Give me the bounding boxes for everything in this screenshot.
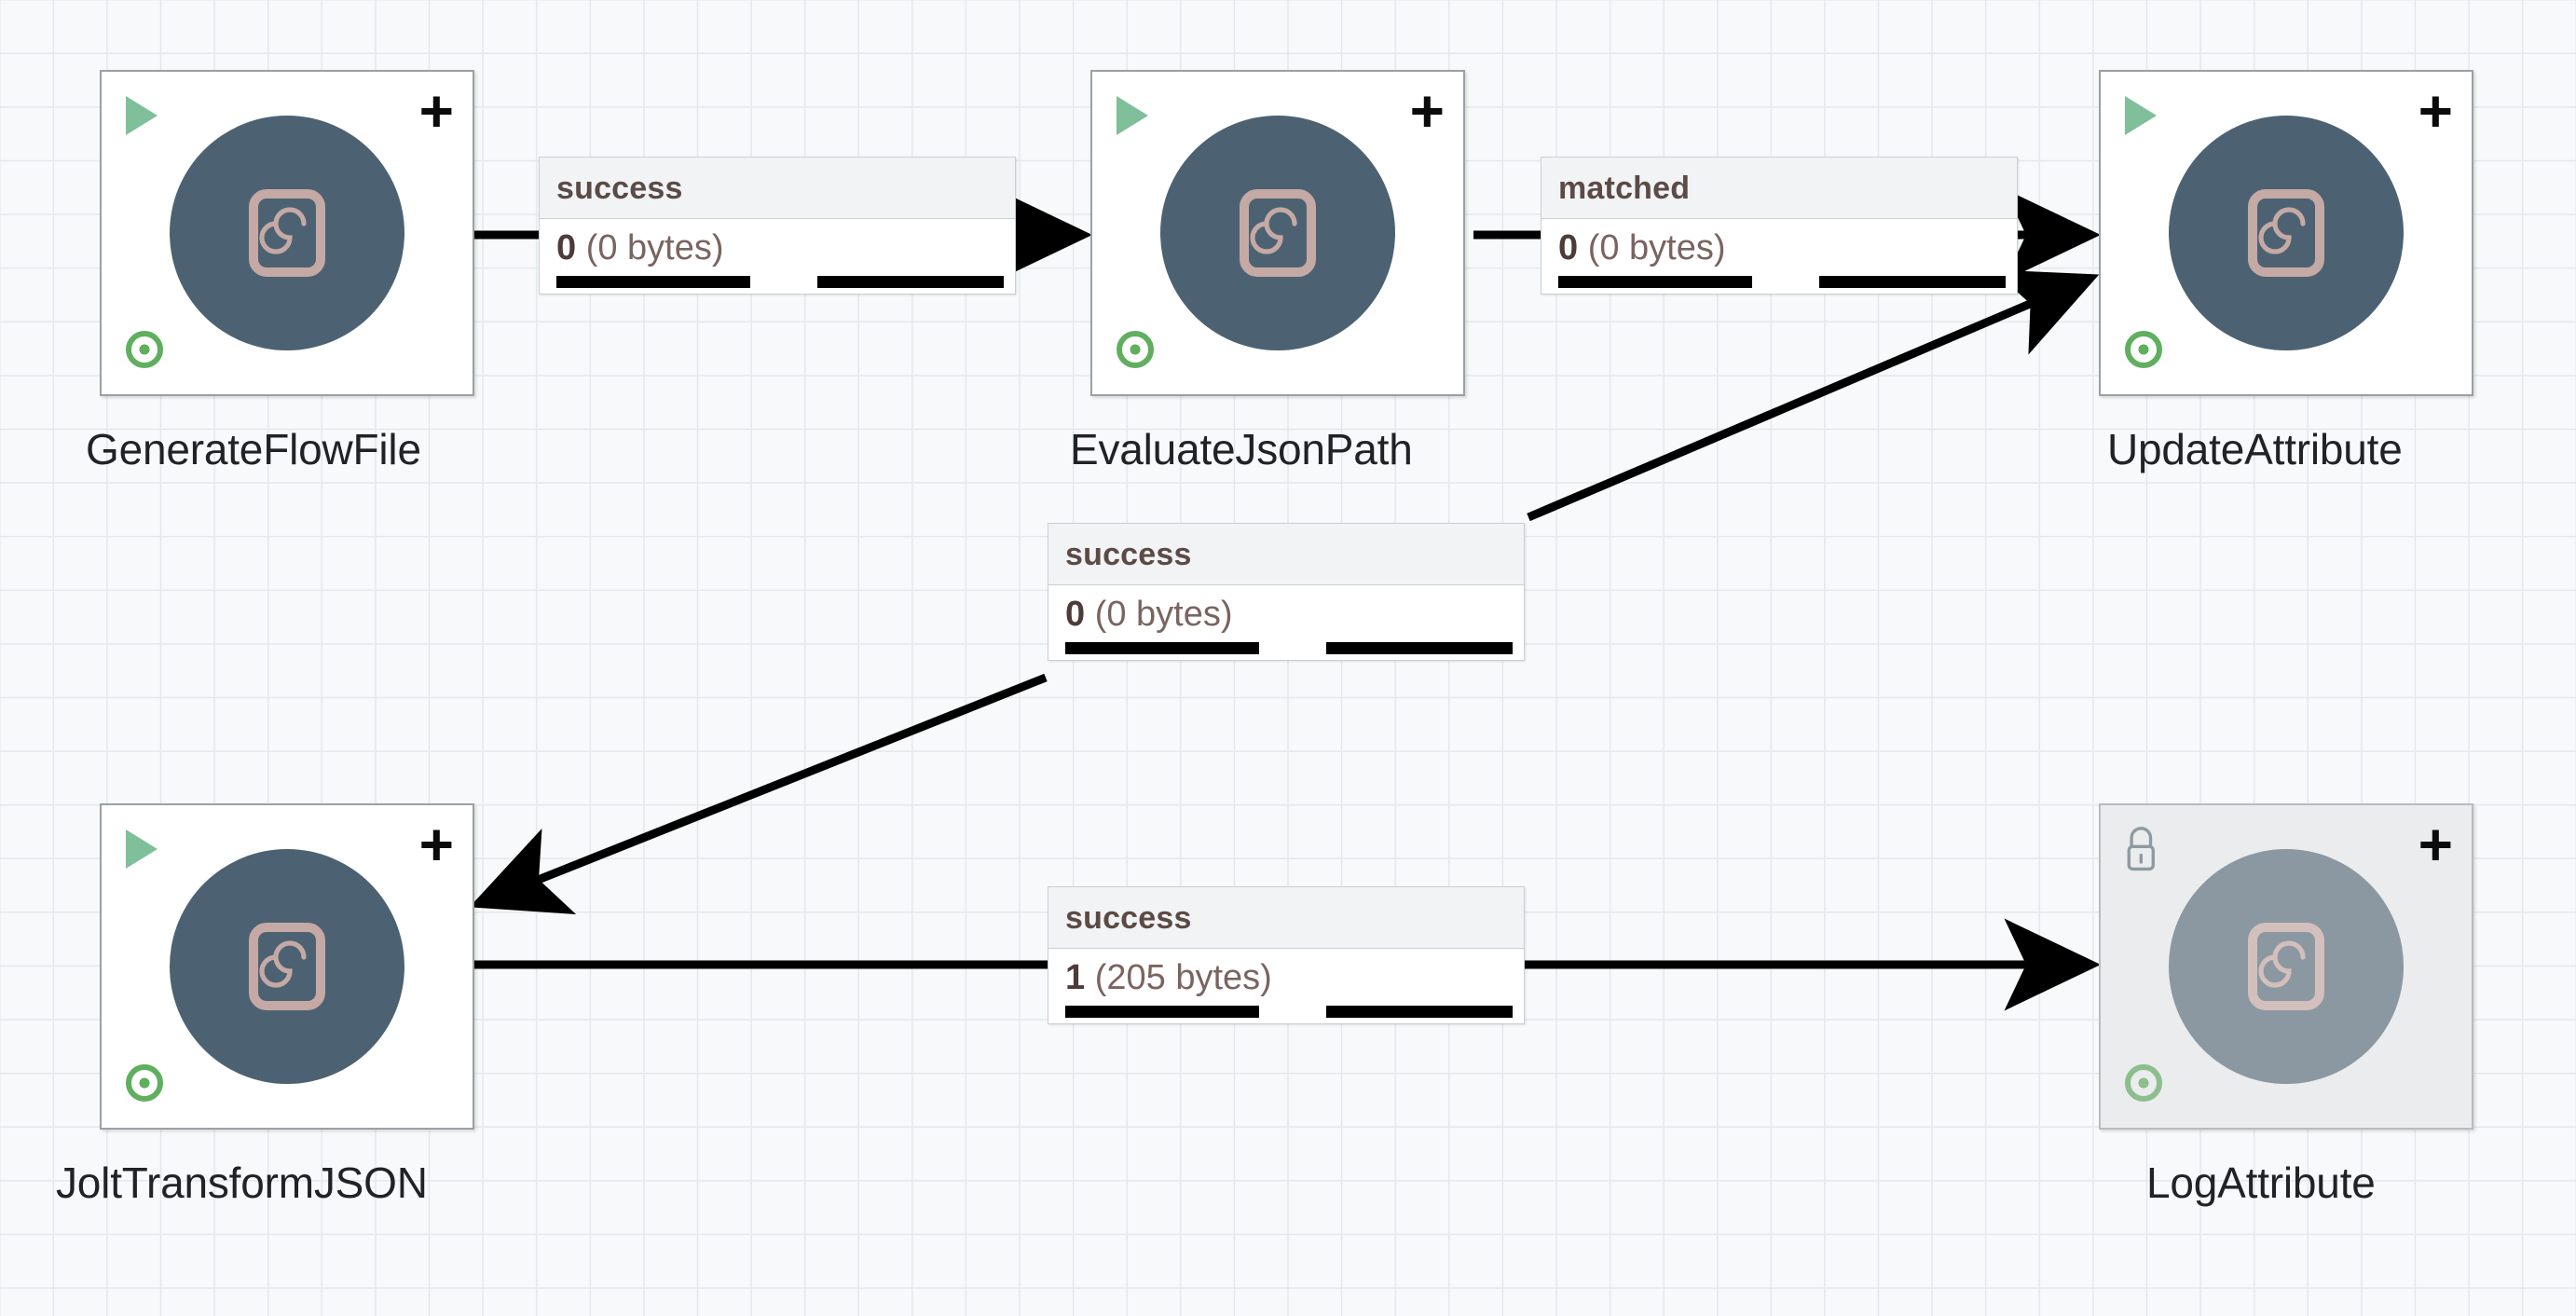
connection-queue-count: 1 (1065, 958, 1086, 997)
bullseye-icon[interactable] (2125, 1064, 2162, 1102)
queue-bar-size (1326, 1006, 1513, 1018)
queue-bar-spacer (1259, 1006, 1326, 1018)
plus-icon[interactable]: + (418, 811, 454, 878)
connection-label-gen-to-eval[interactable]: success 0 (0 bytes) (539, 157, 1016, 295)
connection-queue-bars (1541, 268, 2017, 294)
connection-label-jolt-to-log[interactable]: success 1 (205 bytes) (1048, 886, 1525, 1024)
edge-success-to-jolttransformjson[interactable] (469, 673, 1048, 915)
processor-evaluate-json-path[interactable]: + (1090, 70, 1465, 396)
queue-bar-spacer (1259, 642, 1326, 654)
connection-relationship-label: matched (1541, 158, 2017, 219)
bullseye-icon[interactable] (2125, 331, 2162, 368)
queue-bar-size (1326, 642, 1513, 654)
queue-bar-size (817, 276, 1004, 288)
queue-bar-object (556, 276, 750, 288)
plus-icon[interactable]: + (418, 77, 454, 144)
queue-bar-spacer (750, 276, 817, 288)
connection-queue-bars (540, 268, 1015, 294)
connection-queue-count: 0 (1065, 595, 1086, 634)
processor-jolt-transform-json[interactable]: + (100, 803, 474, 1130)
queue-bar-object (1065, 642, 1259, 654)
run-icon[interactable] (2125, 96, 2157, 135)
queue-bar-spacer (1752, 276, 1819, 288)
connection-queue-size: (0 bytes) (1587, 228, 1726, 267)
connection-queue-stats: 0 (0 bytes) (540, 219, 1015, 268)
queue-bar-object (1558, 276, 1752, 288)
lock-icon[interactable] (2123, 826, 2166, 879)
processor-log-attribute[interactable]: + (2099, 803, 2473, 1130)
processor-name-log-attribute: LogAttribute (2146, 1158, 2376, 1207)
connection-queue-size: (0 bytes) (585, 228, 724, 267)
connection-relationship-label: success (1048, 887, 1524, 949)
plus-icon[interactable]: + (2418, 811, 2453, 878)
run-icon[interactable] (1117, 96, 1148, 135)
nifi-processor-icon (1160, 116, 1395, 350)
connection-queue-size: (205 bytes) (1094, 958, 1272, 997)
connection-label-eval-to-update[interactable]: matched 0 (0 bytes) (1541, 157, 2018, 295)
queue-bar-size (1819, 276, 2006, 288)
connection-queue-count: 0 (556, 228, 577, 267)
connection-label-jolt-to-update[interactable]: success 0 (0 bytes) (1048, 523, 1525, 661)
edge-jolttransformjson-to-updateattribute[interactable] (1527, 269, 2100, 522)
processor-name-update-attribute: UpdateAttribute (2107, 425, 2403, 473)
nifi-processor-icon (2169, 849, 2404, 1084)
nifi-processor-icon (170, 116, 404, 350)
run-icon[interactable] (126, 96, 158, 135)
connection-relationship-label: success (1048, 524, 1524, 585)
processor-name-evaluate-json-path: EvaluateJsonPath (1070, 425, 1413, 473)
connection-queue-count: 0 (1558, 228, 1579, 267)
bullseye-icon[interactable] (126, 1064, 163, 1102)
processor-name-generate-flow-file: GenerateFlowFile (86, 425, 421, 473)
processor-name-jolt-transform-json: JoltTransformJSON (56, 1158, 428, 1207)
connection-queue-bars (1048, 635, 1524, 660)
connection-queue-stats: 0 (0 bytes) (1048, 585, 1524, 635)
run-icon[interactable] (126, 829, 158, 869)
processor-update-attribute[interactable]: + (2099, 70, 2473, 396)
connection-queue-stats: 0 (0 bytes) (1541, 219, 2017, 268)
connection-queue-bars (1048, 998, 1524, 1023)
nifi-processor-icon (170, 849, 404, 1084)
connection-queue-stats: 1 (205 bytes) (1048, 949, 1524, 998)
queue-bar-object (1065, 1006, 1259, 1018)
nifi-processor-icon (2169, 116, 2404, 350)
processor-generate-flow-file[interactable]: + (100, 70, 474, 396)
connection-queue-size: (0 bytes) (1094, 595, 1233, 634)
bullseye-icon[interactable] (126, 331, 163, 368)
plus-icon[interactable]: + (2418, 77, 2453, 144)
connection-relationship-label: success (540, 158, 1015, 219)
plus-icon[interactable]: + (1409, 77, 1445, 144)
bullseye-icon[interactable] (1117, 331, 1154, 368)
